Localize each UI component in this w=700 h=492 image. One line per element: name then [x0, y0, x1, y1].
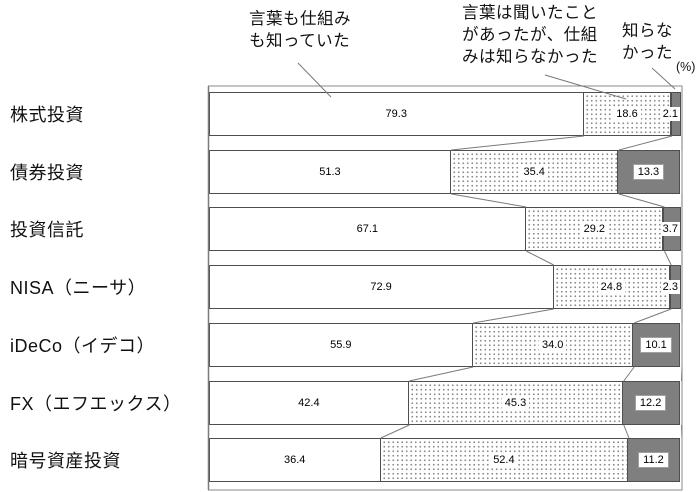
bar-row: 51.3 35.4 13.3	[208, 150, 680, 194]
bar-segment-dark: 10.1	[632, 323, 680, 367]
bar-segment-dark: 12.2	[621, 381, 680, 425]
value-label: 13.3	[632, 164, 665, 180]
bar-segment-dark: 13.3	[617, 150, 680, 194]
bar-row: 36.4 52.4 11.2	[208, 438, 680, 482]
value-label: 79.3	[385, 108, 407, 120]
series-connector-line	[618, 135, 673, 151]
value-label: 18.6	[613, 107, 641, 121]
series-connector-line	[451, 193, 527, 208]
value-label: 2.3	[660, 280, 680, 294]
value-label: 51.3	[319, 166, 341, 178]
series-connector-line	[633, 308, 672, 324]
value-label: 72.9	[370, 281, 392, 293]
value-label: 67.1	[356, 223, 379, 235]
bar-segment-white: 67.1	[208, 207, 527, 251]
value-label: 36.4	[283, 454, 306, 466]
bar-segment-white: 72.9	[208, 265, 554, 309]
value-label: 12.2	[634, 395, 667, 411]
bar-segment-dotted: 18.6	[582, 92, 672, 136]
series-connector-line	[380, 424, 410, 439]
value-label: 35.4	[520, 165, 548, 179]
value-label: 2.1	[660, 107, 680, 121]
bar-row: 72.9 24.8 2.3	[208, 265, 681, 309]
series-connector-line	[623, 366, 635, 382]
value-label: 24.8	[597, 280, 626, 294]
value-label: 45.3	[501, 396, 530, 410]
category-label: NISA（ニーサ）	[10, 278, 147, 298]
value-label: 29.2	[580, 222, 609, 236]
value-label: 11.2	[638, 452, 669, 468]
series-connector-line	[473, 308, 554, 324]
series-connector-line	[409, 366, 474, 382]
category-label: 債券投資	[10, 163, 84, 183]
category-label: 株式投資	[10, 105, 84, 125]
bar-segment-white: 55.9	[208, 323, 474, 367]
callout-label-heard: 言葉は聞いたこと があったが、仕組 みは知らなかった	[462, 4, 598, 66]
bar-segment-dotted: 24.8	[552, 265, 671, 309]
bar-segment-white: 42.4	[208, 381, 410, 425]
series-connector-line	[525, 250, 554, 266]
bar-row: 67.1 29.2 3.7	[208, 207, 681, 251]
bar-segment-white: 36.4	[208, 438, 381, 482]
callout-label-knew: 言葉も仕組み も知っていた	[249, 10, 351, 50]
bar-segment-white: 79.3	[208, 92, 584, 136]
callout-leader-unknown	[651, 67, 676, 90]
series-connector-line	[664, 250, 672, 266]
value-label: 42.4	[298, 397, 320, 409]
value-label: 52.4	[490, 453, 518, 467]
bar-row: 42.4 45.3 12.2	[208, 381, 680, 425]
category-label: 投資信託	[10, 220, 84, 240]
bar-row: 55.9 34.0 10.1	[208, 323, 680, 367]
bar-segment-white: 51.3	[208, 150, 452, 194]
value-label: 55.9	[330, 339, 352, 351]
series-connector-line	[451, 135, 585, 151]
value-label: 34.0	[538, 338, 567, 352]
category-label: FX（エフエックス）	[10, 394, 182, 414]
bar-row: 79.3 18.6 2.1	[208, 92, 681, 136]
series-connector-line	[623, 424, 630, 439]
bar-segment-dotted: 29.2	[525, 207, 664, 251]
unit-label: (%)	[676, 60, 696, 74]
value-label: 3.7	[660, 222, 680, 236]
callout-label-unknown: 知らな かった	[622, 22, 673, 62]
bar-segment-dotted: 34.0	[472, 323, 634, 367]
bar-segment-dotted: 35.4	[450, 150, 618, 194]
series-connector-line	[618, 193, 665, 208]
bar-segment-dark: 11.2	[626, 438, 680, 482]
category-label: 暗号資産投資	[10, 451, 121, 471]
category-label: iDeCo（イデコ）	[10, 336, 156, 356]
value-label: 10.1	[640, 337, 672, 353]
bar-segment-dotted: 52.4	[379, 438, 628, 482]
bar-segment-dotted: 45.3	[408, 381, 623, 425]
